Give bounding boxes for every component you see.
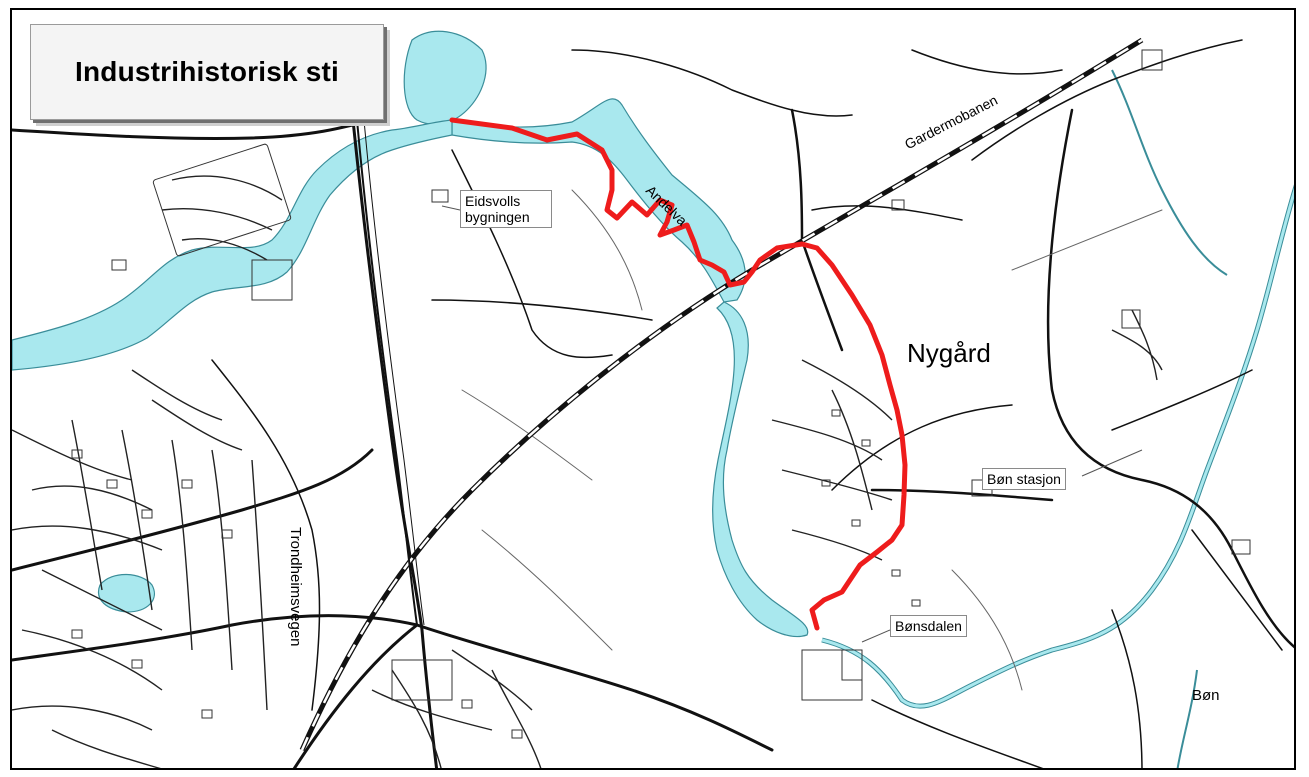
andelva-river-south <box>712 301 809 638</box>
road-sec-12 <box>911 49 1063 75</box>
road-network <box>12 39 1294 768</box>
road-minor-4 <box>951 569 1023 691</box>
road-sec-10 <box>1111 609 1143 768</box>
river-south-east <box>1176 669 1198 768</box>
road-sec-3 <box>211 359 321 711</box>
road-major-1 <box>350 108 439 768</box>
label-bon-stasjon[interactable]: Bøn stasjon <box>982 468 1066 491</box>
river-west <box>12 119 453 371</box>
label-trondheimsvegen: Trondheimsvegen <box>287 527 304 647</box>
road-sec-8 <box>1191 529 1283 651</box>
pond-west <box>98 573 155 613</box>
road-major-5 <box>292 623 419 768</box>
map-title: Industrihistorisk sti <box>74 56 340 87</box>
road-minor-5 <box>571 189 643 311</box>
river-northeast <box>1111 69 1228 276</box>
road-major-4 <box>415 623 774 752</box>
road-sec-5 <box>971 39 1243 161</box>
river-east-inner <box>821 187 1294 708</box>
road-sec-11 <box>571 49 853 117</box>
label-bonsdalen[interactable]: Bønsdalen <box>890 615 967 638</box>
label-bon: Bøn <box>1192 687 1220 704</box>
buildings <box>71 49 1251 739</box>
map-canvas[interactable] <box>12 10 1296 770</box>
label-eidsvolls-bygningen[interactable]: Eidsvolls bygningen <box>460 190 552 229</box>
road-minor-3 <box>1011 209 1163 271</box>
trail-route-industrihistorisk-sti[interactable] <box>449 117 908 631</box>
lake-north <box>403 30 487 125</box>
road-minor-2 <box>481 529 613 651</box>
road-sec-4 <box>831 404 1013 491</box>
map-frame[interactable]: Industrihistorisk sti Eidsvolls bygninge… <box>10 8 1296 770</box>
road-sec-1 <box>431 299 653 321</box>
map-title-box: Industrihistorisk sti <box>30 24 384 120</box>
road-sec-9 <box>871 699 1044 768</box>
road-sec-2 <box>451 149 613 359</box>
road-sec-6 <box>811 205 963 221</box>
road-major-8 <box>1046 108 1294 649</box>
road-major-9 <box>870 488 1054 502</box>
railway-gardermobanen <box>299 37 1144 752</box>
town-dense-area <box>12 175 1163 768</box>
railway-secondary <box>356 119 425 626</box>
water-bodies <box>12 30 1294 768</box>
road-major-3 <box>12 448 374 572</box>
label-nygard: Nygård <box>907 338 991 368</box>
road-major-2 <box>12 118 374 140</box>
road-sec-7 <box>1111 369 1253 431</box>
andelva-river-north <box>451 98 746 303</box>
